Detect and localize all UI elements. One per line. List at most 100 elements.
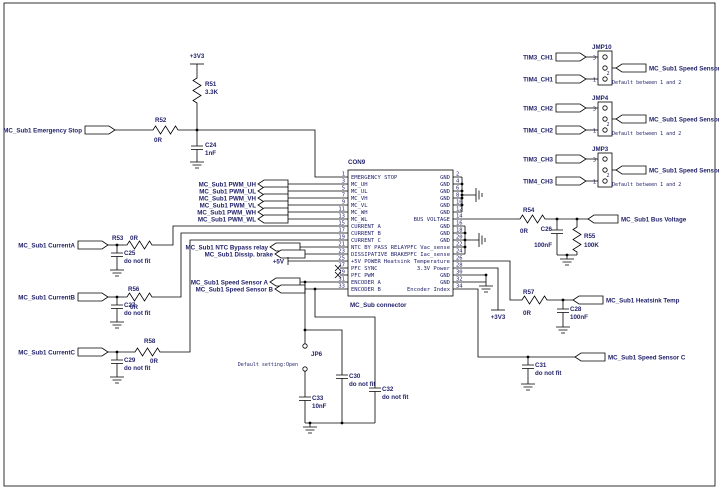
current-b-net: MC_Sub1 CurrentB R56 0R C27 do not fit xyxy=(18,232,348,329)
tim-input-label: TIM4_CH3 xyxy=(523,179,553,186)
pin-num: 31 xyxy=(338,277,345,283)
pin-num: 2 xyxy=(607,122,610,128)
pin-num: 20 xyxy=(456,235,463,241)
resistor-r57 xyxy=(518,295,551,305)
speed-sensor-b-label: MC_Sub1 Speed Sensor B xyxy=(196,287,274,294)
pin-label: MC_UH xyxy=(351,182,368,188)
output-tag xyxy=(615,114,647,124)
output-tag xyxy=(574,352,606,362)
capacitor-c26 xyxy=(550,229,564,234)
pin-label: CURRENT C xyxy=(351,238,381,244)
input-tag xyxy=(274,284,306,294)
c29-ref: C29 xyxy=(124,357,136,364)
pin-label: Heatsink Temperature xyxy=(384,259,450,265)
pin-label: PFC SYNC xyxy=(351,266,378,272)
pin-label: CURRENT B xyxy=(351,231,381,237)
capacitor-c24 xyxy=(190,145,204,150)
junction-dot xyxy=(463,245,467,249)
power-3v3-label: +3V3 xyxy=(491,314,506,321)
jp6-pin xyxy=(302,366,308,372)
jumper-pin xyxy=(602,116,608,122)
pin-num: 30 xyxy=(456,270,463,276)
pin-num: 2 xyxy=(607,71,610,77)
current-b-label: MC_Sub1 CurrentB xyxy=(18,295,75,302)
capacitor-c30 xyxy=(335,374,349,379)
pin-num: 2 xyxy=(456,172,459,178)
pwm-label: MC_Sub1 PWM_WH xyxy=(197,210,256,217)
pin-num: 25 xyxy=(338,256,345,262)
gnd-icon xyxy=(555,322,571,334)
brake-label: MC_Sub1 Dissip. brake xyxy=(205,252,274,259)
capacitor-c29 xyxy=(110,359,124,364)
c26-ref: C26 xyxy=(541,226,553,233)
r51-val: 3.3K xyxy=(205,89,219,96)
jumper-output-label: MC_Sub1 Speed Sensor A xyxy=(649,66,719,73)
wire xyxy=(453,267,499,310)
c26-val: 100nF xyxy=(534,242,552,249)
c24-ref: C24 xyxy=(205,142,217,149)
heatsink-temp-label: MC_Sub1 Heatsink Temp xyxy=(606,298,680,305)
input-tag xyxy=(84,125,116,135)
pin-num: 3 xyxy=(593,56,596,62)
mid-signals: MC_Sub1 NTC Bypass relay MC_Sub1 Dissip.… xyxy=(185,242,348,294)
resistor-r55 xyxy=(572,223,582,256)
r52-val: 0R xyxy=(154,137,162,144)
capacitor-c25 xyxy=(110,252,124,257)
r54-ref: R54 xyxy=(523,207,535,214)
emergency-stop-label: MC_Sub1 Emergency Stop xyxy=(3,128,82,135)
jumper-pin xyxy=(602,178,608,184)
pin-num: 29 xyxy=(338,270,345,276)
wire xyxy=(181,129,348,178)
r52-ref: R52 xyxy=(155,117,167,124)
pin-num: 3 xyxy=(593,107,596,113)
pin-num: 26 xyxy=(456,256,463,262)
capacitor-c27 xyxy=(110,304,124,309)
pwm-label: MC_Sub1 PWM_WL xyxy=(198,217,256,224)
pin-label: ENCODER A xyxy=(351,280,381,286)
junction-dot xyxy=(463,231,467,235)
pin-num: 34 xyxy=(456,284,463,290)
input-tag xyxy=(77,347,109,357)
c31-ref: C31 xyxy=(535,362,547,369)
r57-ref: R57 xyxy=(523,289,535,296)
current-a-net: MC_Sub1 CurrentA R53 0R C25 do not fit xyxy=(18,225,348,277)
pin-num: 3 xyxy=(342,179,345,185)
c31-val: do not fit xyxy=(535,370,561,377)
pin-num: 13 xyxy=(338,214,345,220)
pin-label: PFC Iac_sense xyxy=(407,252,450,258)
gnd-icon xyxy=(471,187,483,203)
r51-ref: R51 xyxy=(205,81,217,88)
jp6-label: JP6 xyxy=(311,351,323,358)
pin-num: 8 xyxy=(456,193,459,199)
tim-input-label: TIM4_CH1 xyxy=(523,77,553,84)
jumper-output-label: MC_Sub1 Speed Sensor C xyxy=(649,168,719,175)
jumper-pin xyxy=(602,105,608,111)
r55-ref: R55 xyxy=(584,233,596,240)
resistor-r56 xyxy=(123,292,156,302)
pin-num: 22 xyxy=(456,242,463,248)
r56-val: 0R xyxy=(130,304,138,311)
pin-label: GND xyxy=(440,189,450,195)
c29-val: do not fit xyxy=(124,365,150,372)
pin-num: 14 xyxy=(456,214,463,220)
output-tag xyxy=(587,214,619,224)
output-tag xyxy=(572,295,604,305)
c27-val: do not fit xyxy=(124,310,150,317)
resistor-r52 xyxy=(149,125,182,135)
pin-label: MC_WH xyxy=(351,210,368,216)
jmp4-label: JMP4 xyxy=(592,95,609,102)
pin-num: 19 xyxy=(338,235,345,241)
pin-num: 15 xyxy=(338,221,345,227)
power-5v-label: +5V xyxy=(273,259,285,266)
gnd-icon xyxy=(520,379,536,391)
jumper-pin xyxy=(602,65,608,71)
wire xyxy=(453,260,519,301)
pin-label: DISSIPATIVE BRAKE xyxy=(351,252,407,258)
capacitor-c28 xyxy=(556,308,570,313)
r53-val: 0R xyxy=(130,235,138,242)
pin-num: 3 xyxy=(593,158,596,164)
junction-dot xyxy=(460,196,464,200)
pwm-label: MC_Sub1 PWM_VH xyxy=(199,196,257,203)
pin-label: 3.3V Power xyxy=(417,266,451,272)
wire xyxy=(453,288,575,358)
